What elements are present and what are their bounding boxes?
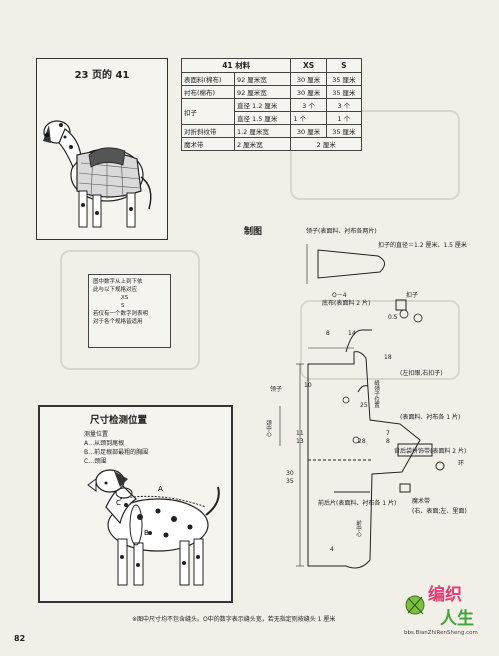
neck-center-label: 颈中心 (265, 420, 271, 437)
attach-position-label: 缝领子位置 (373, 380, 379, 408)
site-logo-url: bbs.BianZhiRenSheng.com (404, 630, 478, 636)
dim-label: 18 (384, 354, 392, 361)
dim-label: 35 (286, 478, 294, 485)
magic-tape-sides-label: (右、表面;左、里面) (412, 508, 467, 515)
page-number: 82 (14, 634, 26, 643)
table-row: 对折斜纹带 1.2 厘米宽 30 厘米 35 厘米 (181, 124, 363, 138)
dim-label: 11 (296, 430, 304, 437)
dim-label: 8 (386, 438, 390, 445)
dim-label: 8 (326, 330, 330, 337)
dim-label: 4 (330, 546, 334, 553)
note-line: 此与以下规格对应 (93, 287, 138, 293)
dim-label: 28 (358, 438, 366, 445)
table-row: 表面料(棉布) 92 厘米宽 30 厘米 35 厘米 (181, 72, 363, 86)
measure-line: C…颈围 (84, 458, 107, 465)
collar-label: 领子(表面料、衬布各两片) (306, 228, 377, 235)
bleed-through-shape (290, 110, 460, 200)
measure-line: 测量位置 (84, 431, 109, 438)
photo-title: 23 页的 41 (74, 70, 130, 81)
note-line: XS (121, 295, 129, 301)
note-line: 图中数字从上到下依 (93, 279, 143, 285)
left-buckle-label: (左扣眼,右扣子) (400, 370, 443, 377)
dim-label: 0.5 (388, 314, 398, 321)
collar2-label: 领子 (270, 386, 283, 393)
site-logo-line2: 人生 (440, 609, 474, 629)
table-cell: 2 厘米宽 (233, 137, 292, 151)
button-diameter-label: 扣子的直径＝1.2 厘米、1.5 厘米 (378, 242, 467, 249)
dim-label: 30 (286, 470, 294, 477)
yarn-ball-icon (405, 595, 425, 615)
measure-title: 尺寸检测位置 (90, 415, 148, 426)
table-cell: 魔术带 (181, 137, 235, 151)
front-center-label: 前中心 (355, 520, 361, 537)
dog-photo-card: 23 页的 41 (36, 58, 168, 240)
note-line: S (121, 303, 125, 309)
dim-label: 14 (348, 330, 356, 337)
magic-tape-label: 魔术带 (412, 498, 431, 505)
table-row: 直径 1.5 厘米 1 个 1 个 (182, 111, 363, 125)
button-label: 扣子 (406, 292, 419, 299)
base-label: 底布(表面料 2 片) (322, 300, 371, 307)
dalmatian-measure-illustration: A B C (87, 469, 220, 586)
measurement-panel: 尺寸检测位置 测量位置 A…从颈到尾根 B…前足根部最粗的胸围 C…颈围 A B… (38, 405, 233, 603)
note-line: 若仅有一个数字则表明 (93, 311, 149, 317)
bleed-through-shape (300, 300, 460, 380)
size-legend-note: 图中数字从上到下依 此与以下规格对应 XS S 若仅有一个数字则表明 对于各个规… (88, 274, 171, 348)
dim-label: 25 (360, 402, 368, 409)
seam-allowance-note: ※图中尺寸均不包含缝头。O中的数字表示缝头宽，若无指定则按缝头 1 厘米 (132, 616, 336, 623)
svg-text:C: C (116, 499, 121, 507)
dim-label: 13 (296, 438, 304, 445)
table-header-row: 41 材料 XS S (180, 58, 363, 73)
dalmatian-in-vest-illustration (43, 120, 152, 228)
measure-line: B…前足根部最粗的胸围 (84, 449, 149, 456)
bleed-through-shape (60, 250, 200, 370)
table-row: 魔术带 2 厘米宽 2 厘米 (181, 137, 362, 151)
dim-label: 10 (304, 382, 312, 389)
svg-text:A: A (158, 485, 163, 493)
materials-table: 41 材料 XS S 表面料(棉布) 92 厘米宽 30 厘米 35 厘米 衬布… (180, 58, 363, 151)
table-cell: 2 厘米 (290, 137, 362, 151)
site-logo-line1: 编织 (428, 585, 462, 605)
dim-label: 7 (386, 430, 390, 437)
dim-label: O－4 (332, 292, 347, 299)
back-pocket-label: 背后袋拼饰带(表面料 2 片) (394, 448, 467, 455)
ring-label: 环 (458, 460, 465, 467)
measure-line: A…从颈到尾根 (84, 440, 125, 447)
main-body-label: (表面料、衬布各 1 片) (400, 414, 461, 421)
table-cell: 表面料(棉布) (181, 72, 235, 86)
back-part-label: 前后片(表面料、衬布各 1 片) (318, 500, 397, 507)
section-title: 制图 (244, 227, 263, 237)
svg-text:B: B (144, 529, 149, 537)
note-line: 对于各个规格皆适用 (93, 319, 143, 325)
